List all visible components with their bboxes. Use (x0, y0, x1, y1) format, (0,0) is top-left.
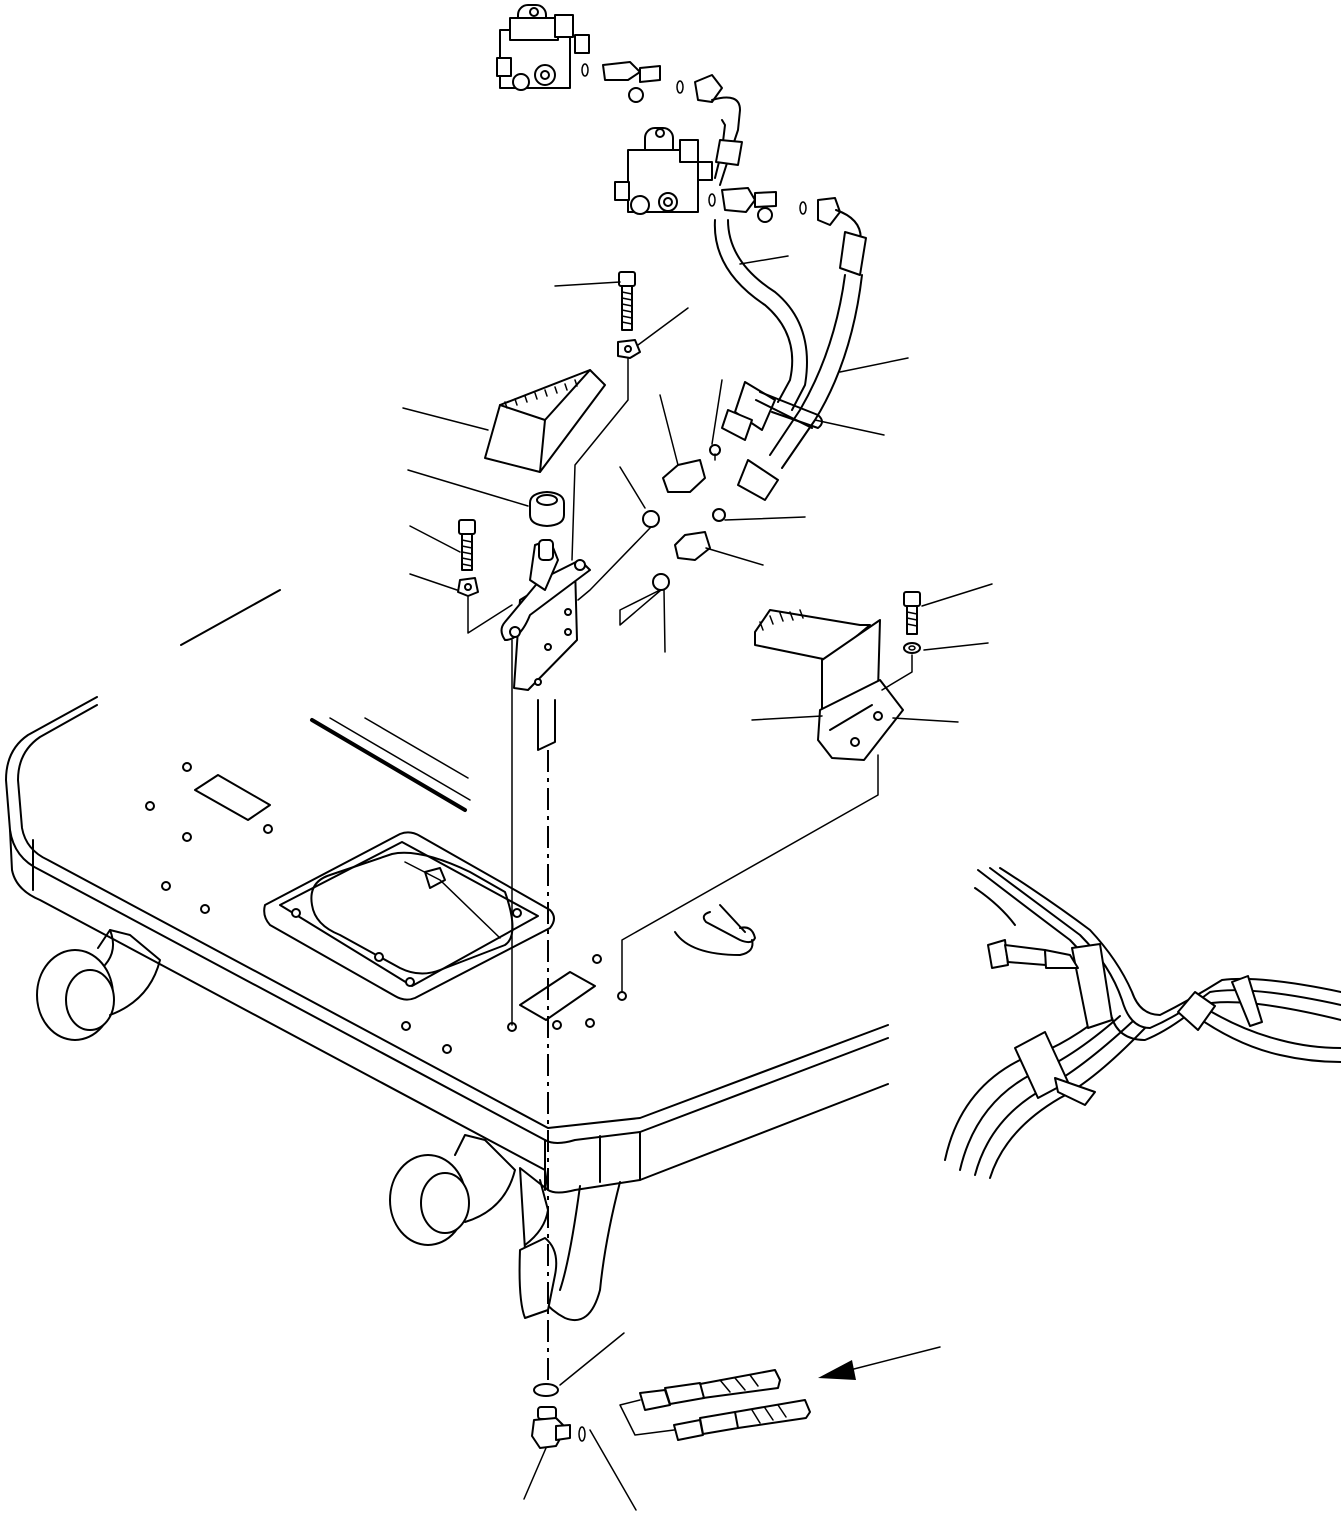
pilot-valve-lower (614, 127, 713, 215)
harness-connector (987, 939, 1079, 969)
assembly-lines (467, 357, 913, 1390)
view-arrow (818, 1346, 941, 1380)
bolt-right (903, 591, 921, 635)
cover-plate (484, 369, 606, 473)
harness-detail (944, 867, 1341, 1179)
mounting-holes (145, 762, 627, 1054)
mount-right (389, 1134, 516, 1246)
washer-right (903, 642, 921, 654)
washer-left (457, 577, 479, 597)
leader-lines (402, 255, 993, 1511)
bottom-fittings (531, 1383, 586, 1449)
bolt-upper (618, 271, 636, 331)
hose-left (711, 96, 808, 441)
hose-ends-bottom (619, 1369, 811, 1441)
hose-right (737, 209, 867, 501)
pilot-valve-upper (496, 4, 590, 91)
bolt-left (458, 519, 476, 571)
washer-upper (617, 339, 641, 359)
valve-bracket (500, 539, 591, 751)
center-fittings (642, 444, 726, 591)
elbow-fittings-top (581, 61, 841, 226)
right-bracket (754, 609, 904, 761)
floor-plate (5, 589, 889, 1321)
mount-left (36, 929, 161, 1041)
spacer-nut (529, 491, 565, 527)
